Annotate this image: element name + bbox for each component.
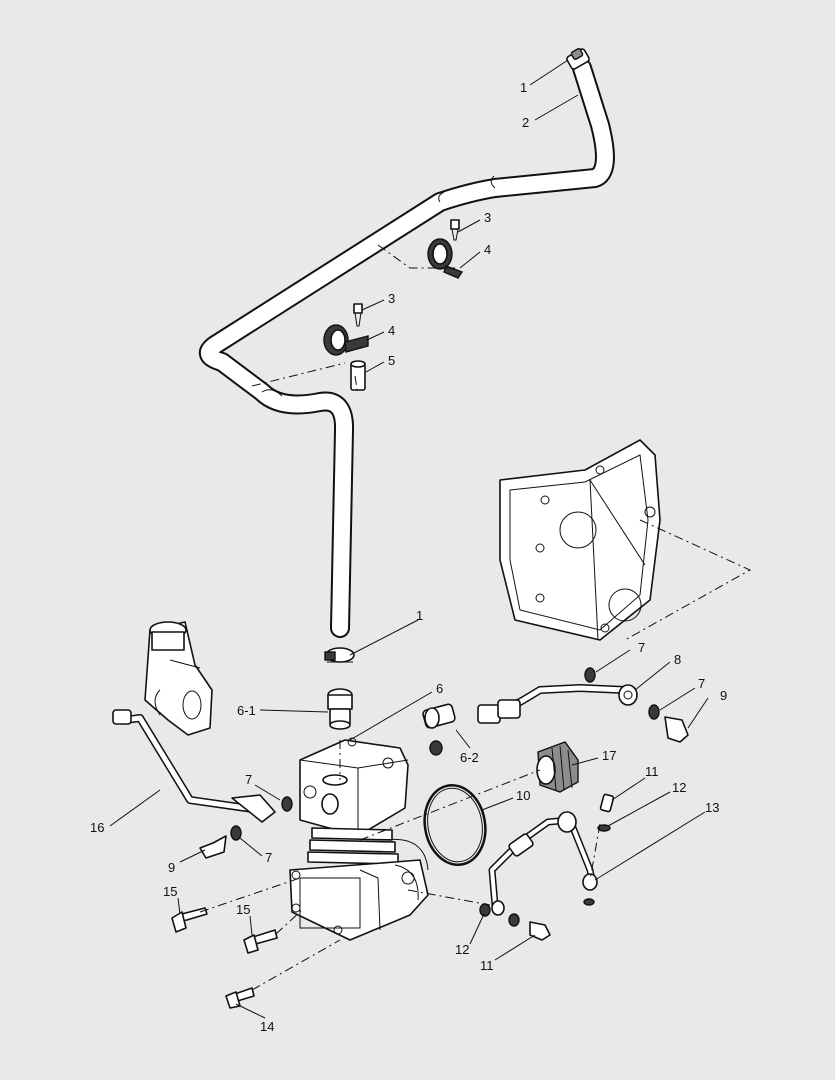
callout-11-upper: 11 bbox=[645, 764, 659, 779]
hose-clamp-top bbox=[566, 48, 590, 70]
callout-labels: 1 2 3 4 3 4 5 1 6 6-1 6-2 7 8 7 9 17 10 … bbox=[90, 80, 727, 1034]
coolant-elbow-fitting bbox=[144, 621, 213, 736]
callout-1-top: 1 bbox=[520, 80, 527, 95]
callout-9-right: 9 bbox=[720, 688, 727, 703]
callout-4-lower: 4 bbox=[388, 323, 395, 338]
air-line-8 bbox=[477, 684, 638, 724]
callout-17: 17 bbox=[602, 748, 616, 763]
callout-7-c: 7 bbox=[245, 772, 252, 787]
callout-9-left: 9 bbox=[168, 860, 175, 875]
callout-2: 2 bbox=[522, 115, 529, 130]
assembly-centre-lines bbox=[199, 244, 752, 991]
callout-12-upper: 12 bbox=[672, 780, 686, 795]
callout-12-lower: 12 bbox=[455, 942, 469, 957]
sealing-washers bbox=[230, 667, 660, 841]
callout-6: 6 bbox=[436, 681, 443, 696]
fitting-6 bbox=[422, 703, 456, 729]
pipe-clip-upper bbox=[427, 219, 464, 279]
small-fittings bbox=[479, 793, 615, 941]
callout-7-b: 7 bbox=[698, 676, 705, 691]
callout-10: 10 bbox=[516, 788, 530, 803]
callout-5: 5 bbox=[388, 353, 395, 368]
callout-13: 13 bbox=[705, 800, 719, 815]
coolant-pipe bbox=[199, 58, 615, 638]
callout-6-1: 6-1 bbox=[237, 703, 256, 718]
callout-14: 14 bbox=[260, 1019, 274, 1034]
timing-housing bbox=[499, 439, 661, 641]
callout-11-lower: 11 bbox=[480, 958, 494, 973]
callout-4-upper: 4 bbox=[484, 242, 491, 257]
washer-6-2 bbox=[429, 740, 443, 756]
callout-3-upper: 3 bbox=[484, 210, 491, 225]
leader-lines bbox=[109, 59, 709, 1019]
callout-7-a: 7 bbox=[638, 640, 645, 655]
oil-line-13 bbox=[488, 811, 598, 916]
callout-7-d: 7 bbox=[265, 850, 272, 865]
callout-6-2: 6-2 bbox=[460, 750, 479, 765]
hose-clamp-lower bbox=[324, 647, 355, 663]
air-line-16 bbox=[112, 709, 276, 823]
o-ring bbox=[423, 784, 487, 866]
pipe-clip-lower bbox=[323, 303, 369, 391]
fitting-6-1 bbox=[327, 688, 353, 730]
callout-8: 8 bbox=[674, 652, 681, 667]
callout-1-lower: 1 bbox=[416, 608, 423, 623]
banjo-bolts bbox=[199, 716, 689, 859]
callout-15-a: 15 bbox=[163, 884, 177, 899]
callout-3-lower: 3 bbox=[388, 291, 395, 306]
drive-gear bbox=[536, 741, 579, 793]
callout-15-b: 15 bbox=[236, 902, 250, 917]
air-compressor bbox=[289, 737, 429, 941]
callout-16: 16 bbox=[90, 820, 104, 835]
mounting-bolts bbox=[171, 907, 278, 1009]
